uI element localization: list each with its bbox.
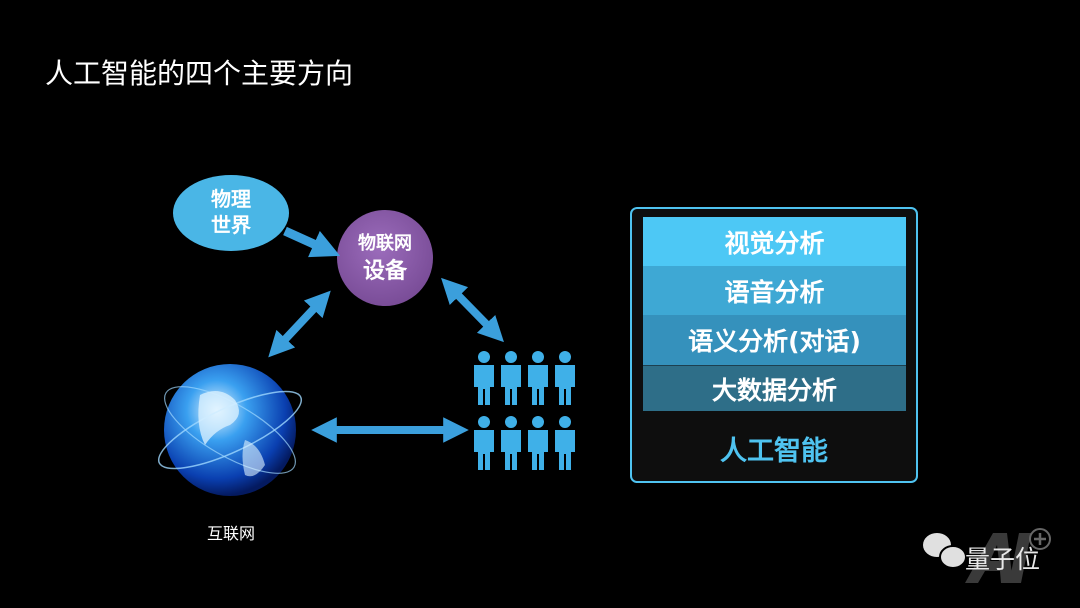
physical-world-line: 世界 — [211, 213, 251, 237]
person-icon — [555, 351, 575, 405]
watermark-logo — [923, 528, 1051, 583]
people-group-icon — [474, 351, 575, 470]
layer-vision: 视觉分析 — [643, 217, 906, 266]
ai-logo-mark — [965, 533, 1031, 583]
wechat-icon — [923, 533, 967, 569]
physical-world-label: 物理 世界 — [191, 186, 271, 238]
physical-world-ellipse — [173, 175, 289, 251]
iot-device-label: 物联网 设备 — [335, 230, 435, 286]
person-icon — [528, 416, 548, 470]
person-icon — [501, 351, 521, 405]
person-icon — [555, 416, 575, 470]
layer-semantics: 语义分析(对话) — [643, 315, 906, 366]
arrow-internet-iot — [268, 290, 331, 358]
arrow-world-to-iot — [283, 226, 341, 258]
ai-stack-box: 视觉分析 语音分析 语义分析(对话) 大数据分析 人工智能 — [630, 207, 918, 483]
physical-world-line: 物理 — [211, 187, 251, 211]
iot-device-line: 设备 — [362, 259, 407, 284]
layer-big-data: 大数据分析 — [643, 366, 906, 411]
brand-name: 量子位 — [965, 545, 1041, 574]
person-icon — [528, 351, 548, 405]
person-icon — [474, 416, 494, 470]
iot-device-circle — [337, 210, 433, 306]
person-icon — [501, 416, 521, 470]
slide-title: 人工智能的四个主要方向 — [45, 57, 354, 90]
internet-label: 互联网 — [206, 524, 255, 543]
person-icon — [474, 351, 494, 405]
arrow-iot-people — [441, 277, 504, 343]
globe-icon — [157, 364, 303, 496]
iot-device-line: 物联网 — [358, 233, 412, 254]
ai-base-label: 人工智能 — [720, 436, 828, 467]
layer-speech: 语音分析 — [643, 266, 906, 315]
